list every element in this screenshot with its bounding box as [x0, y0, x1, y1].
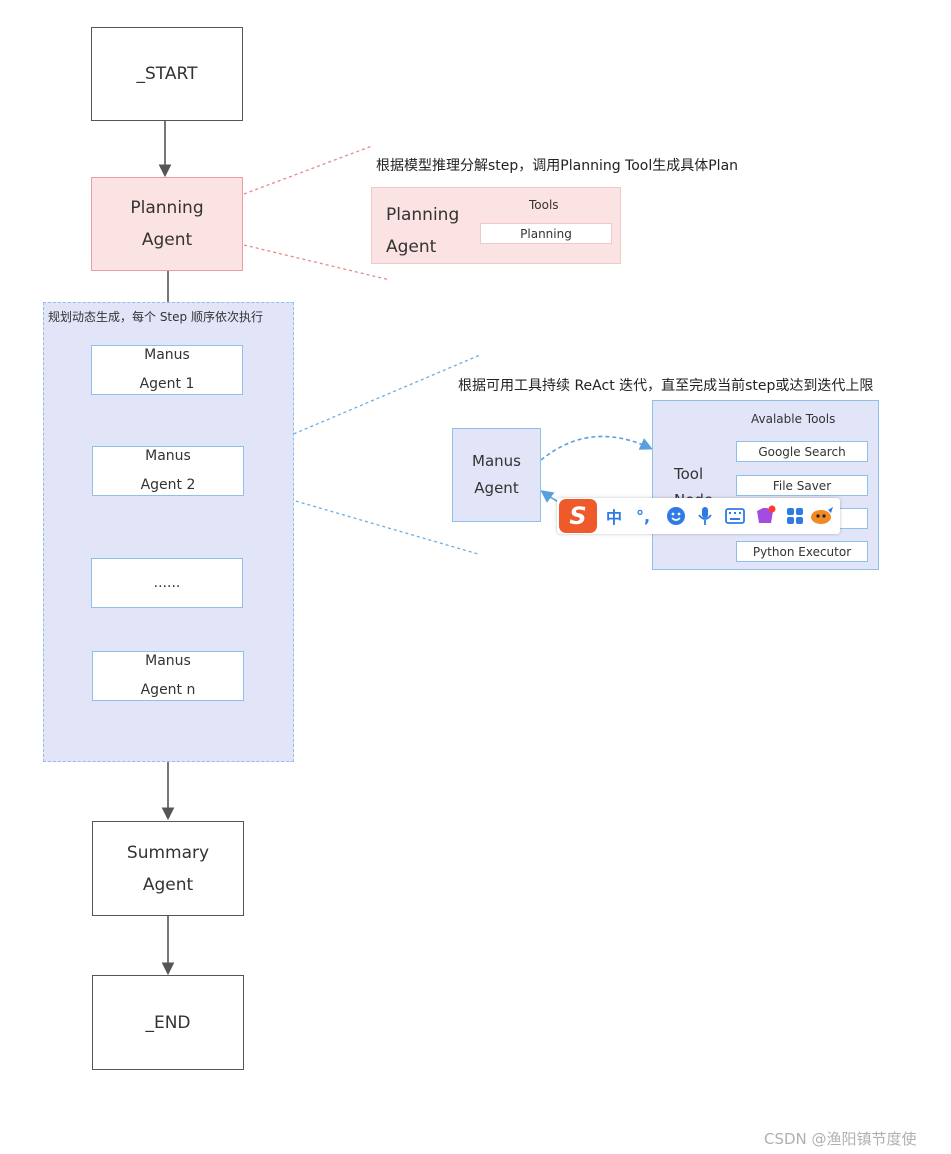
skin-icon[interactable] — [753, 504, 777, 528]
tool-google-search: Google Search — [736, 441, 868, 462]
language-toggle[interactable]: 中 — [605, 508, 622, 527]
keyboard-icon[interactable] — [723, 504, 747, 528]
planning-note: 根据模型推理分解step，调用Planning Tool生成具体Plan — [376, 158, 739, 174]
summary-agent-node: Summary Agent — [92, 821, 244, 916]
step-label-4b: Agent n — [140, 682, 196, 698]
step-label-4a: Manus — [145, 653, 191, 669]
start-label: _START — [136, 64, 198, 84]
step-label-1b: Agent 1 — [139, 376, 195, 392]
mascot-icon[interactable] — [810, 504, 834, 528]
tool-node-label-1: Tool — [674, 465, 704, 483]
planning-detail-agent-2: Agent — [386, 237, 437, 257]
summary-agent-label-2: Agent — [142, 874, 194, 895]
microphone-icon[interactable] — [693, 504, 717, 528]
tool-python-executor: Python Executor — [736, 541, 868, 562]
react-agent-label-2: Agent — [474, 479, 519, 497]
react-agent-label-1: Manus — [472, 452, 521, 470]
step-label-1a: Manus — [144, 347, 190, 363]
sogou-logo-icon[interactable]: S — [559, 499, 597, 533]
end-node: _END — [92, 975, 244, 1070]
planning-detail-agent: Planning Agent — [386, 199, 459, 263]
zoom-line-react-bottom — [243, 485, 479, 555]
punctuation-toggle[interactable]: °, — [635, 506, 651, 526]
start-node: _START — [91, 27, 243, 121]
apps-icon[interactable] — [783, 504, 807, 528]
summary-agent-label-1: Summary — [126, 842, 210, 863]
tool-file-saver: File Saver — [736, 475, 868, 496]
step-group-label: 规划动态生成，每个 Step 顺序依次执行 — [48, 310, 263, 324]
emoji-icon[interactable] — [664, 504, 688, 528]
zoom-line-planning-top — [243, 145, 373, 195]
step-node-3: ...... — [91, 558, 243, 608]
planning-tools-label: Tools — [529, 198, 559, 212]
ime-toolbar[interactable]: S 中 °, — [557, 498, 840, 534]
planning-tool-item: Planning — [480, 223, 612, 244]
end-label: _END — [145, 1012, 191, 1033]
planning-detail-box: Planning Agent Tools Planning — [371, 187, 621, 264]
planning-agent-label-2: Agent — [141, 230, 193, 250]
planning-detail-agent-1: Planning — [386, 205, 460, 225]
step-node-4: Manus Agent n — [92, 651, 244, 701]
zoom-line-planning-bottom — [243, 244, 391, 281]
step-label-2b: Agent 2 — [140, 477, 196, 493]
step-label-3a: ...... — [153, 574, 181, 591]
available-tools-label: Avalable Tools — [751, 412, 836, 426]
planning-agent-label-1: Planning — [130, 198, 204, 218]
step-node-1: Manus Agent 1 — [91, 345, 243, 395]
react-note: 根据可用工具持续 ReAct 迭代，直至完成当前step或达到迭代上限 — [458, 378, 874, 394]
step-node-2: Manus Agent 2 — [92, 446, 244, 496]
react-manus-agent: Manus Agent — [452, 428, 541, 522]
tool-node-box: Avalable Tools Tool Node Google Search F… — [652, 400, 879, 570]
step-label-2a: Manus — [145, 448, 191, 464]
planning-agent-node: Planning Agent — [91, 177, 243, 271]
arrow-agent-to-toolnode — [540, 435, 653, 461]
watermark: CSDN @渔阳镇节度使 — [764, 1130, 917, 1148]
